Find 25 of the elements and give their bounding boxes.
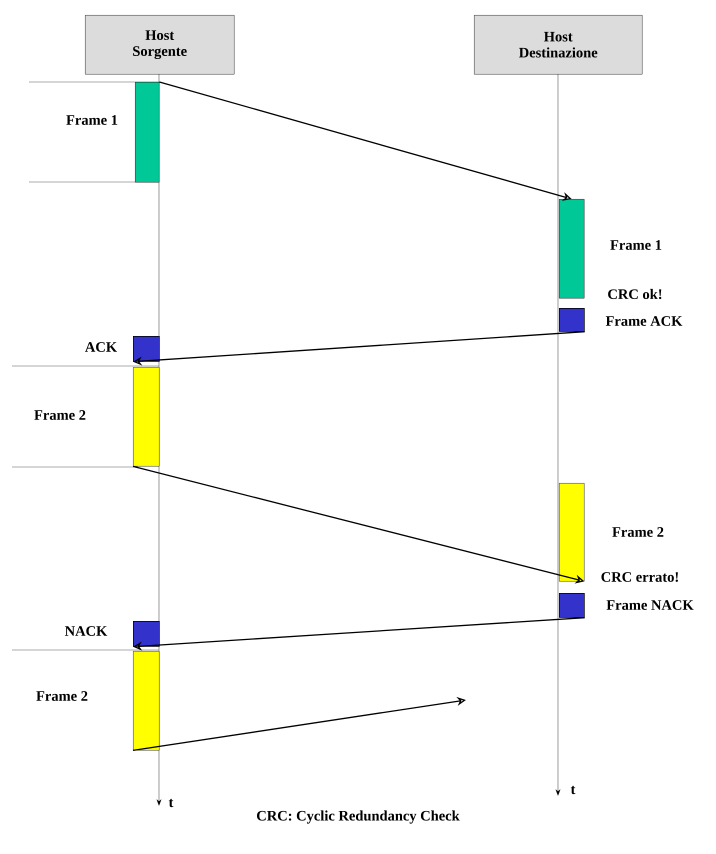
frame-bar xyxy=(133,651,160,750)
frame-label: Frame 2 xyxy=(612,527,664,537)
frame-bar xyxy=(135,82,160,182)
frame-bar xyxy=(133,367,160,466)
frame-label: Frame 1 xyxy=(610,240,662,250)
caption: CRC: Cyclic Redundancy Check xyxy=(257,810,460,824)
time-label: t xyxy=(168,798,174,808)
frame-label: Frame 2 xyxy=(34,410,86,420)
time-label: t xyxy=(570,786,576,794)
ack-block xyxy=(133,621,160,647)
frame-label: Frame 1 xyxy=(66,115,118,125)
host-box: Host Sorgente xyxy=(85,15,234,74)
frame-label: Frame 2 xyxy=(36,691,88,701)
frame-label: Frame ACK xyxy=(606,316,682,326)
ack-block xyxy=(133,336,160,362)
frame-label: CRC ok! xyxy=(608,288,662,300)
frame-label: NACK xyxy=(64,626,108,636)
frame-bar xyxy=(559,483,584,582)
host-box: Host Destinazione xyxy=(474,15,642,74)
ack-block xyxy=(559,308,585,332)
frame-bar xyxy=(559,199,584,298)
frame-label: Frame NACK xyxy=(606,600,694,610)
frame-label: CRC errato! xyxy=(601,572,678,582)
ack-block xyxy=(559,593,585,618)
frame-label: ACK xyxy=(85,342,117,352)
